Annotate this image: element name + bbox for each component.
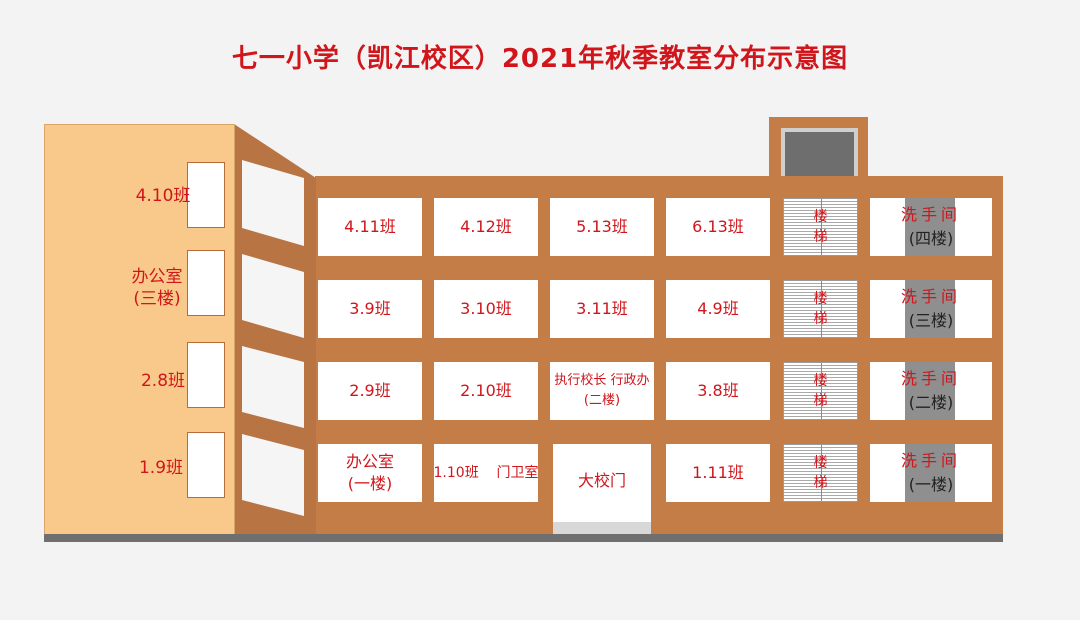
- stairs-label: 楼梯: [813, 291, 828, 327]
- room-name: 4.12班: [460, 217, 512, 236]
- room-name: 3.11班: [576, 299, 628, 318]
- left-wing-window: [187, 250, 225, 316]
- stairwell: 楼梯: [783, 280, 858, 338]
- classroom: 4.9班: [666, 280, 770, 338]
- washroom: 洗手间 (二楼): [870, 362, 992, 420]
- washroom-floor: (二楼): [908, 393, 954, 412]
- classroom: 2.9班: [318, 362, 422, 420]
- gate-label: 大校门: [577, 471, 626, 490]
- room-name: 1.9班: [138, 458, 184, 478]
- room-name: 3.9班: [349, 299, 391, 318]
- room-floor: (二楼): [583, 393, 621, 408]
- left-wing-window: [187, 342, 225, 408]
- classroom: 3.8班: [666, 362, 770, 420]
- main-gate: 大校门: [553, 444, 651, 534]
- room-name: 5.13班: [576, 217, 628, 236]
- room-name: 3.10班: [460, 299, 512, 318]
- classroom-and-guardroom: 1.10班 门卫室: [433, 444, 539, 502]
- washroom-name: 洗手间: [900, 369, 961, 388]
- room-name: 4.9班: [697, 299, 739, 318]
- room-name: 执行校长 行政办: [554, 373, 650, 388]
- classroom: 5.13班: [550, 198, 654, 256]
- classroom: 3.9班: [318, 280, 422, 338]
- washroom-name: 洗手间: [900, 205, 961, 224]
- room-name: 4.11班: [344, 217, 396, 236]
- stairs-label: 楼梯: [813, 455, 828, 491]
- left-wing-label: 2.8班: [110, 370, 216, 392]
- washroom: 洗手间 (一楼): [870, 444, 992, 502]
- washroom-name: 洗手间: [900, 451, 961, 470]
- washroom-floor: (三楼): [908, 311, 954, 330]
- room-floor: (一楼): [347, 474, 393, 493]
- washroom-floor: (四楼): [908, 229, 954, 248]
- stair-tower-opening: [781, 128, 858, 177]
- washroom-column: [905, 280, 955, 338]
- ground-line: [44, 534, 1003, 542]
- room-name: 3.8班: [697, 381, 739, 400]
- stairwell: 楼梯: [783, 362, 858, 420]
- room-name: 2.8班: [140, 371, 186, 391]
- office: 执行校长 行政办 (二楼): [550, 362, 654, 420]
- washroom: 洗手间 (四楼): [870, 198, 992, 256]
- classroom: 3.11班: [550, 280, 654, 338]
- classroom: 6.13班: [666, 198, 770, 256]
- washroom-name: 洗手间: [900, 287, 961, 306]
- side-wall: [234, 124, 316, 542]
- left-wing-label: 办公室 (三楼): [104, 266, 210, 310]
- classroom: 4.12班: [434, 198, 538, 256]
- classroom: 3.10班: [434, 280, 538, 338]
- room-name: 办公室: [131, 267, 183, 287]
- washroom-column: [905, 362, 955, 420]
- left-wing-label: 1.9班: [108, 457, 214, 479]
- room-name: 2.10班: [460, 381, 512, 400]
- gate-step: [553, 522, 651, 534]
- diagram-title: 七一小学（凯江校区）2021年秋季教室分布示意图: [231, 44, 849, 74]
- stairwell: 楼梯: [783, 198, 858, 256]
- stairwell: 楼梯: [783, 444, 858, 502]
- washroom: 洗手间 (三楼): [870, 280, 992, 338]
- room-floor: (三楼): [133, 289, 181, 309]
- washroom-column: [905, 198, 955, 256]
- left-wing-window: [187, 162, 225, 228]
- stairs-label: 楼梯: [813, 209, 828, 245]
- room-name: 1.10班 门卫室: [433, 465, 539, 481]
- left-wing-label: 4.10班: [110, 185, 216, 207]
- room-name: 4.10班: [135, 186, 191, 206]
- stairs-label: 楼梯: [813, 373, 828, 409]
- classroom: 4.11班: [318, 198, 422, 256]
- washroom-column: [905, 444, 955, 502]
- classroom: 1.11班: [666, 444, 770, 502]
- room-name: 办公室: [345, 452, 394, 471]
- room-name: 6.13班: [692, 217, 744, 236]
- room-name: 2.9班: [349, 381, 391, 400]
- classroom: 2.10班: [434, 362, 538, 420]
- left-wing-window: [187, 432, 225, 498]
- office: 办公室 (一楼): [318, 444, 422, 502]
- room-name: 1.11班: [692, 463, 744, 482]
- washroom-floor: (一楼): [908, 475, 954, 494]
